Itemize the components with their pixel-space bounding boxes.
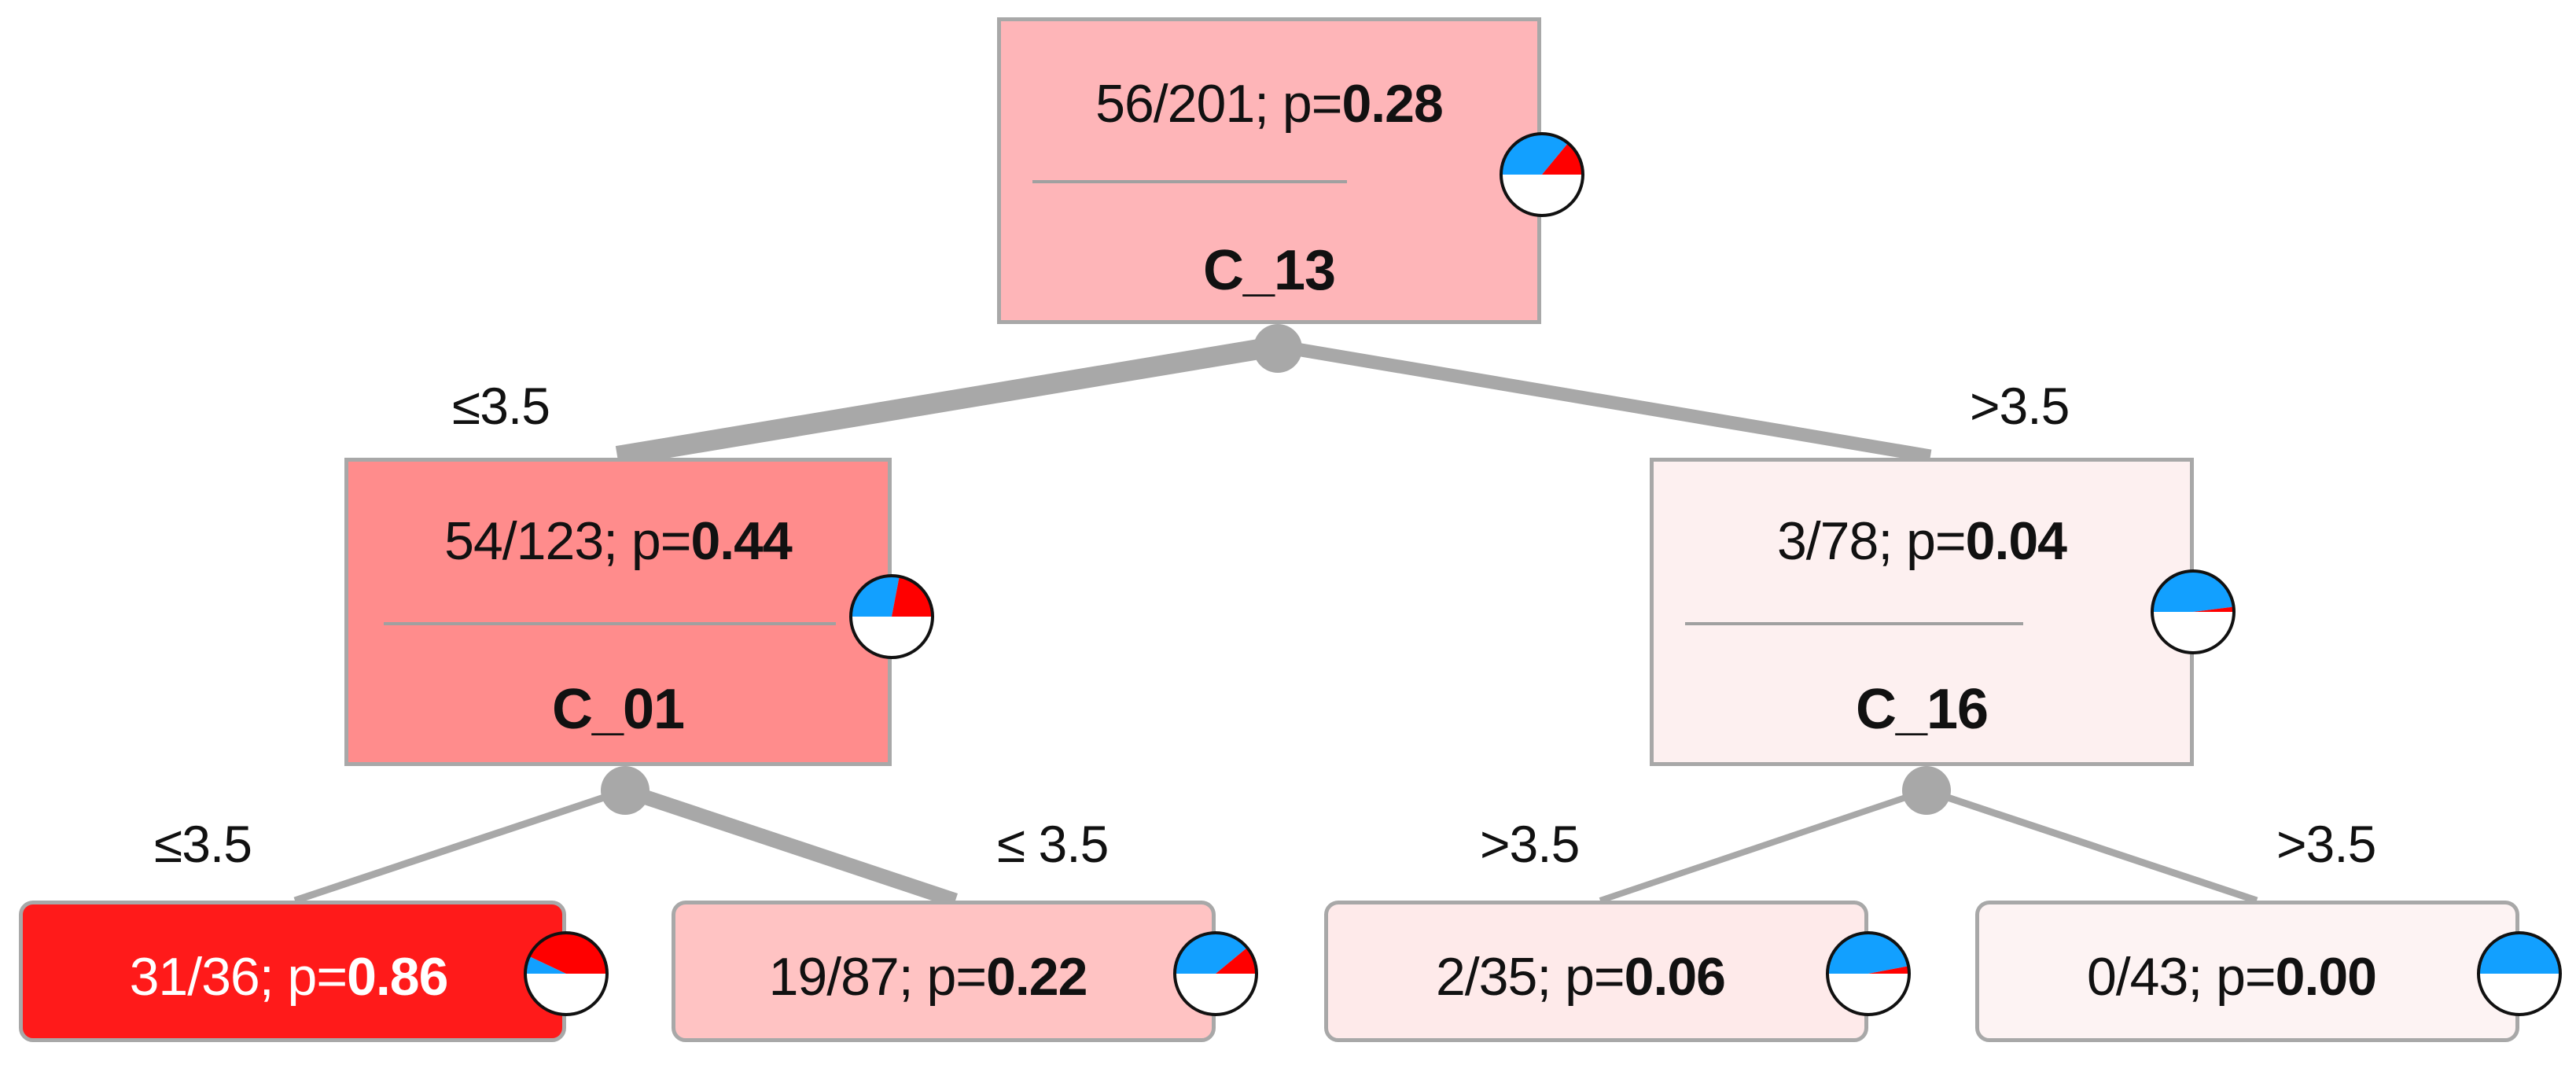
pie-slice-negative (525, 956, 566, 974)
edge-label-right-rr: >3.5 (2276, 815, 2376, 873)
node-stats: 0/43; p=0.00 (1948, 946, 2515, 1008)
pie-slice-negative (1501, 134, 1569, 175)
pie-slice-negative (2478, 933, 2560, 974)
pie-glyph-left (849, 574, 934, 659)
edge-left-ll (293, 787, 627, 904)
node-p-value: 0.22 (986, 947, 1087, 1007)
split-dot-right[interactable] (1902, 766, 1951, 815)
node-p-value: 0.44 (690, 511, 792, 571)
pie-slice-positive (2193, 606, 2234, 612)
edge-label-left-lr: ≤ 3.5 (997, 815, 1109, 873)
pie-outline (1500, 132, 1584, 217)
pie-outline (849, 574, 934, 659)
node-divider (1032, 180, 1347, 183)
edge-label-root-left: ≤3.5 (452, 377, 550, 435)
node-p-value: 0.86 (347, 947, 448, 1007)
node-stats: 31/36; p=0.86 (15, 946, 562, 1008)
leaf-node-rl[interactable]: 2/35; p=0.06 (1324, 901, 1868, 1042)
pie-outline (2151, 569, 2236, 654)
node-count: 54/123 (444, 511, 604, 571)
pie-outline (1826, 931, 1911, 1016)
node-count: 0/43 (2086, 947, 2188, 1007)
pie-slice-positive (528, 933, 607, 974)
node-stats: 54/123; p=0.44 (348, 510, 888, 572)
leaf-node-ll[interactable]: 31/36; p=0.86 (19, 901, 566, 1042)
pie-slice-positive (1216, 947, 1257, 974)
edge-label-right-rl: >3.5 (1480, 815, 1580, 873)
node-p-value: 0.04 (1965, 511, 2067, 571)
edge-right-rl (1599, 787, 1928, 904)
pie-outline (2477, 931, 2562, 1016)
pie-slice-negative (2152, 570, 2234, 612)
pie-slice-negative (1827, 933, 1909, 974)
pie-slice-positive (892, 576, 933, 617)
pie-outline (1173, 931, 1258, 1016)
edge-right-rr (1925, 787, 2258, 904)
pie-glyph-root (1500, 132, 1584, 217)
node-count: 3/78 (1776, 511, 1879, 571)
node-count: 56/201 (1095, 74, 1255, 134)
node-count: 19/87 (768, 947, 900, 1007)
node-p-label: ; p= (1254, 74, 1342, 134)
node-p-value: 0.06 (1624, 947, 1726, 1007)
pie-glyph-lr (1173, 931, 1258, 1016)
edge-label-root-right: >3.5 (1970, 377, 2070, 435)
pie-glyph-ll (524, 931, 609, 1016)
pie-outline (524, 931, 609, 1016)
node-p-label: ; p= (1878, 511, 1966, 571)
split-dot-root[interactable] (1253, 324, 1302, 373)
node-count: 31/36 (129, 947, 260, 1007)
pie-slice-positive (1542, 142, 1583, 175)
leaf-node-lr[interactable]: 19/87; p=0.22 (672, 901, 1216, 1042)
pie-slice-positive (1868, 966, 1909, 974)
node-divider (1685, 622, 2023, 625)
node-stats: 3/78; p=0.04 (1654, 510, 2190, 572)
leaf-node-rr[interactable]: 0/43; p=0.00 (1975, 901, 2519, 1042)
node-p-value: 0.00 (2275, 947, 2377, 1007)
node-root[interactable]: 56/201; p=0.28 C_13 (997, 17, 1541, 324)
node-p-label: ; p= (1536, 947, 1625, 1007)
node-p-label: ; p= (898, 947, 987, 1007)
pie-glyph-right (2151, 569, 2236, 654)
edge-left-lr (622, 783, 959, 908)
split-variable: C_13 (1202, 239, 1336, 302)
node-stats: 19/87; p=0.22 (644, 946, 1212, 1008)
edge-root-left (615, 336, 1280, 466)
pie-slice-negative (1175, 933, 1248, 974)
node-p-label: ; p= (2188, 947, 2276, 1007)
node-divider (384, 622, 836, 625)
node-p-value: 0.28 (1341, 74, 1443, 134)
node-right[interactable]: 3/78; p=0.04 C_16 (1650, 458, 2194, 766)
pie-glyph-rl (1826, 931, 1911, 1016)
pie-glyph-rr (2477, 931, 2562, 1016)
pie-slice-negative (851, 576, 900, 617)
split-dot-left[interactable] (601, 766, 650, 815)
node-count: 2/35 (1435, 947, 1537, 1007)
edge-root-right (1276, 339, 1932, 463)
node-stats: 2/35; p=0.06 (1297, 946, 1864, 1008)
node-p-label: ; p= (259, 947, 348, 1007)
node-p-label: ; p= (603, 511, 691, 571)
edge-label-left-ll: ≤3.5 (154, 815, 252, 873)
split-variable: C_01 (551, 678, 685, 741)
node-left[interactable]: 54/123; p=0.44 C_01 (344, 458, 892, 766)
split-variable: C_16 (1855, 678, 1989, 741)
node-stats: 56/201; p=0.28 (1001, 73, 1537, 134)
